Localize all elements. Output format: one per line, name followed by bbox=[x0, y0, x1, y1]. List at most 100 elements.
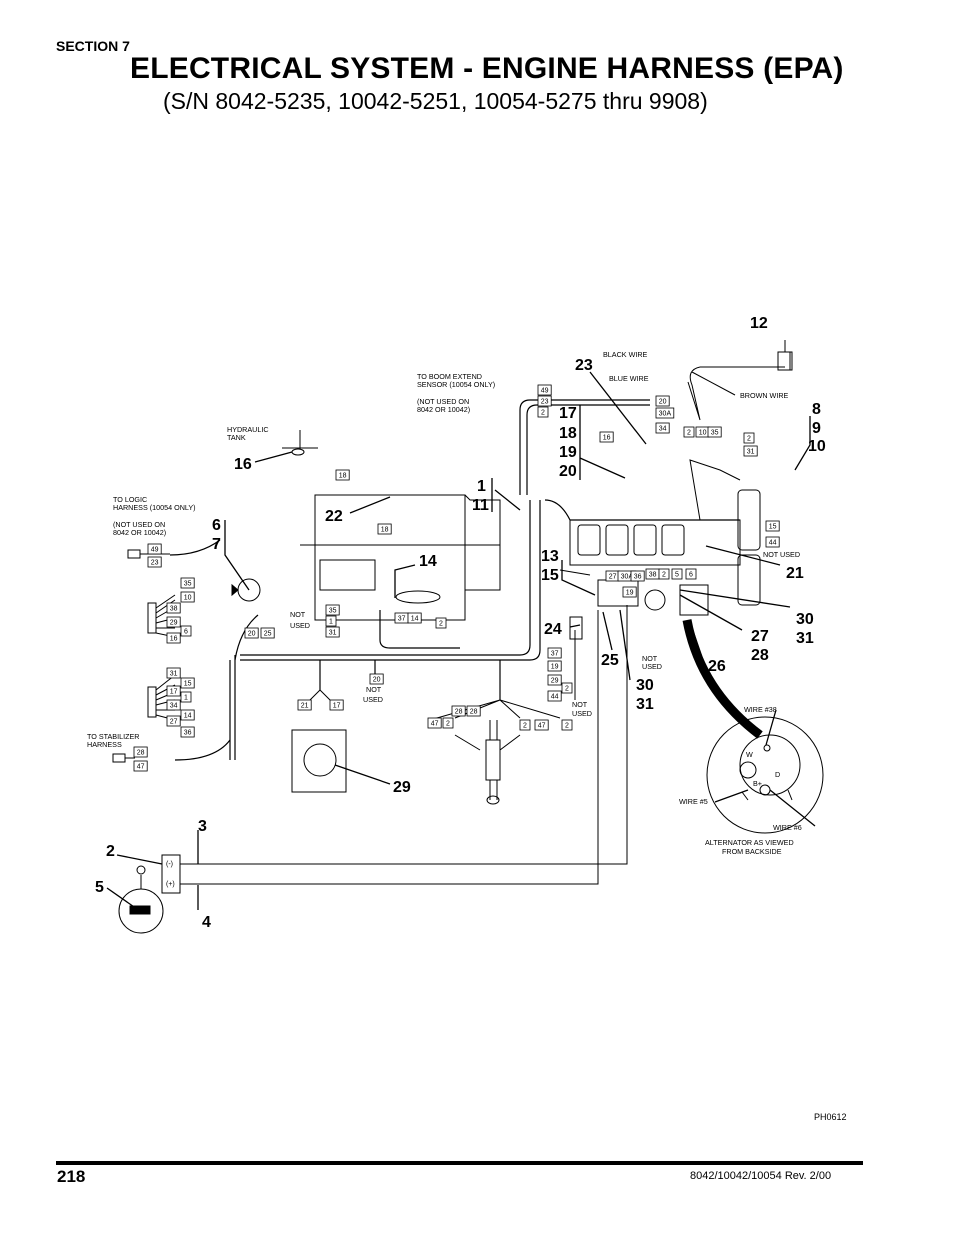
wire-tag-box bbox=[655, 395, 670, 407]
callout-19: 19 bbox=[559, 444, 577, 461]
wire-tag-box bbox=[407, 612, 422, 624]
wire-tag-2: 2 bbox=[662, 572, 666, 579]
callout-27: 27 bbox=[751, 628, 769, 645]
wire-tag-box bbox=[519, 719, 531, 731]
wire-tag-box bbox=[537, 384, 552, 396]
wire-tag-15: 15 bbox=[769, 524, 777, 531]
callout-11: 11 bbox=[472, 497, 489, 514]
alternator-w-terminal: W bbox=[746, 750, 753, 759]
callout-3: 3 bbox=[198, 818, 207, 835]
wire-tag-44: 44 bbox=[769, 540, 777, 547]
callout-6: 6 bbox=[212, 517, 221, 534]
wire-tag-38: 38 bbox=[649, 572, 657, 579]
wire-tag-47: 47 bbox=[431, 721, 439, 728]
wire-tag-box bbox=[260, 627, 275, 639]
wire-tag-17: 17 bbox=[170, 689, 178, 696]
callout-31-lower: 31 bbox=[636, 696, 654, 713]
wire-tag-box bbox=[244, 627, 259, 639]
callout-numbers: 12 23 8 9 10 17 18 19 20 16 1 11 22 6 7 … bbox=[95, 315, 826, 931]
wire-tag-box bbox=[599, 431, 614, 443]
callout-29: 29 bbox=[393, 779, 411, 796]
wire-tag-box bbox=[166, 699, 181, 711]
alternator-caption-1: ALTERNATOR AS VIEWED bbox=[705, 838, 794, 847]
wire-tag-box bbox=[166, 632, 181, 644]
wire-tag-box bbox=[658, 568, 670, 580]
wire-tag-box bbox=[325, 615, 337, 627]
wire-tag-box bbox=[537, 395, 552, 407]
not-used-b-1: NOT bbox=[366, 685, 382, 694]
brown-wire-label: BROWN WIRE bbox=[740, 391, 789, 400]
wire-tag-box bbox=[180, 691, 192, 703]
wire-tag-28: 28 bbox=[137, 750, 145, 757]
not-used-c-2: USED bbox=[642, 662, 662, 671]
wire-tag-10: 10 bbox=[699, 430, 707, 437]
wire-tag-2: 2 bbox=[565, 723, 569, 730]
wire-tag-box bbox=[180, 577, 195, 589]
battery-cables bbox=[161, 605, 628, 894]
wire-tag-23: 23 bbox=[541, 399, 549, 406]
wire-tag-47: 47 bbox=[538, 723, 546, 730]
wire-tag-5: 5 bbox=[675, 572, 679, 579]
wire-tag-box bbox=[743, 445, 758, 457]
wire-tag-35: 35 bbox=[184, 581, 192, 588]
callout-20: 20 bbox=[559, 463, 577, 480]
wire-tag-2: 2 bbox=[687, 430, 691, 437]
figure-id: PH0612 bbox=[814, 1112, 847, 1122]
wire-tag-35: 35 bbox=[329, 608, 337, 615]
wire-tag-box bbox=[133, 746, 148, 758]
not-used-a-1: NOT bbox=[290, 610, 306, 619]
callout-23: 23 bbox=[575, 357, 593, 374]
leader-lines bbox=[106, 371, 816, 910]
wire-tag-30A: 30A bbox=[621, 574, 634, 581]
callout-7: 7 bbox=[212, 536, 221, 553]
wire-tag-box bbox=[655, 422, 670, 434]
callout-14: 14 bbox=[419, 553, 437, 570]
wire-tag-1: 1 bbox=[329, 619, 333, 626]
callout-31-upper: 31 bbox=[796, 630, 814, 647]
callout-2: 2 bbox=[106, 843, 115, 860]
control-valve-assembly bbox=[429, 699, 561, 805]
battery-switch-detail bbox=[118, 865, 164, 934]
wire-tag-29: 29 bbox=[551, 678, 559, 685]
logic-harness-note-1: TO LOGIC bbox=[113, 495, 147, 504]
wire-tag-2: 2 bbox=[541, 410, 545, 417]
wire-tag-16: 16 bbox=[603, 435, 611, 442]
alternator-plug-12 bbox=[687, 340, 793, 421]
wire-tag-box bbox=[451, 705, 466, 717]
wire-tag-box bbox=[377, 523, 392, 535]
not-used-d-2: USED bbox=[572, 709, 592, 718]
wire-tag-14: 14 bbox=[184, 713, 192, 720]
wire-tag-box bbox=[166, 685, 181, 697]
wire-tag-box bbox=[297, 699, 312, 711]
wire-tag-21: 21 bbox=[301, 703, 309, 710]
wire-tag-box bbox=[765, 536, 780, 548]
callout-9: 9 bbox=[812, 420, 821, 437]
wire-tag-box bbox=[325, 604, 340, 616]
boom-sensor-note-2: SENSOR (10054 ONLY) bbox=[417, 380, 495, 389]
starter-solenoid bbox=[559, 569, 709, 700]
alternator-cable bbox=[682, 619, 763, 739]
stabilizer-note-1: TO STABILIZER bbox=[87, 732, 139, 741]
wire-tag-23: 23 bbox=[151, 560, 159, 567]
wire-tag-19: 19 bbox=[551, 664, 559, 671]
wire-tag-box bbox=[133, 760, 148, 772]
wire-tag-20: 20 bbox=[248, 631, 256, 638]
model-revision: 8042/10042/10054 Rev. 2/00 bbox=[690, 1170, 832, 1182]
wire-tag-2: 2 bbox=[565, 686, 569, 693]
callout-1: 1 bbox=[477, 478, 486, 495]
wire-tag-box bbox=[655, 407, 675, 419]
wire-tag-box bbox=[547, 660, 562, 672]
callout-22: 22 bbox=[325, 508, 343, 525]
callout-25: 25 bbox=[601, 652, 619, 669]
callout-16: 16 bbox=[234, 456, 252, 473]
battery-positive: (+) bbox=[166, 881, 175, 888]
wire-tag-27: 27 bbox=[609, 574, 617, 581]
wire-38-label: WIRE #38 bbox=[744, 705, 777, 714]
callout-18: 18 bbox=[559, 425, 577, 442]
left-connector-block-upper bbox=[147, 594, 176, 638]
wire-tag-box bbox=[547, 647, 562, 659]
wire-tag-36: 36 bbox=[634, 574, 642, 581]
wire-tag-37: 37 bbox=[551, 651, 559, 658]
footer-rule bbox=[56, 1161, 863, 1165]
